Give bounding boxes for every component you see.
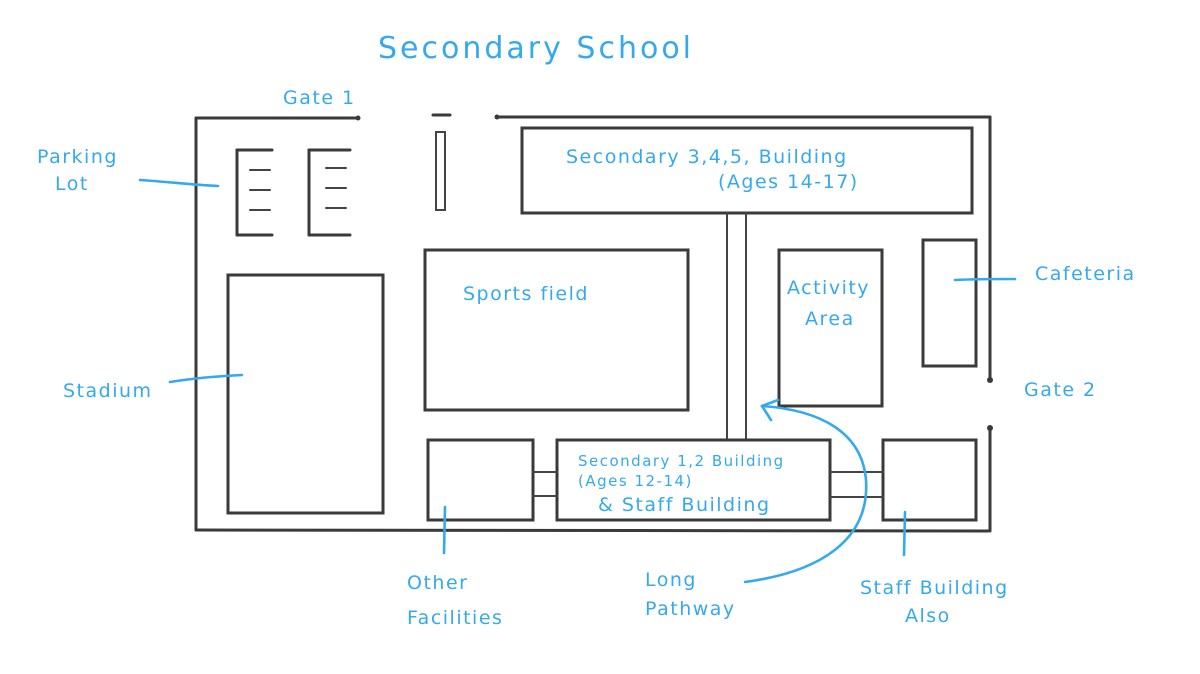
label-pointers — [138, 178, 1017, 584]
parking-lot — [235, 148, 352, 237]
other-facilities-building — [426, 438, 535, 522]
cafeteria-label: Cafeteria — [1035, 263, 1136, 285]
activity-area-label-line2: Area — [805, 308, 855, 330]
parking-lot-label-line2: Lot — [55, 173, 89, 195]
sports-field-building — [423, 248, 690, 412]
activity-area-building — [777, 248, 884, 408]
entrance-pillar — [435, 131, 446, 211]
gate-1-label: Gate 1 — [283, 87, 356, 109]
secondary-12-label-line2: (Ages 12-14) — [578, 472, 693, 490]
other-facilities-label-line1: Other — [407, 572, 468, 594]
staff-building — [881, 438, 978, 522]
parking-lot-label-line1: Parking — [37, 146, 118, 168]
stadium-label: Stadium — [63, 380, 153, 402]
secondary-12-label-line3: & Staff Building — [598, 494, 771, 516]
staff-building-label-line2: Also — [905, 605, 951, 627]
map-title: Secondary School — [378, 31, 694, 66]
long-pathway-label-line1: Long — [645, 569, 697, 591]
gate-2-label: Gate 2 — [1024, 379, 1097, 401]
stadium-building — [226, 273, 385, 515]
staff-building-label-line1: Staff Building — [860, 577, 1009, 599]
other-facilities-label-line2: Facilities — [407, 607, 503, 629]
secondary-12-building — [555, 438, 832, 522]
secondary-345-label-line1: Secondary 3,4,5, Building — [566, 146, 848, 168]
activity-area-label-line1: Activity — [787, 277, 870, 299]
secondary-12-label-line1: Secondary 1,2 Building — [578, 452, 785, 470]
long-pathway-label-line2: Pathway — [645, 598, 736, 620]
long-pathway — [726, 212, 747, 441]
secondary-345-label-line2: (Ages 14-17) — [718, 171, 859, 193]
outer-wall — [194, 113, 993, 533]
building-connectors — [532, 471, 884, 498]
cafeteria-building — [921, 238, 978, 368]
sports-field-label: Sports field — [463, 283, 589, 305]
